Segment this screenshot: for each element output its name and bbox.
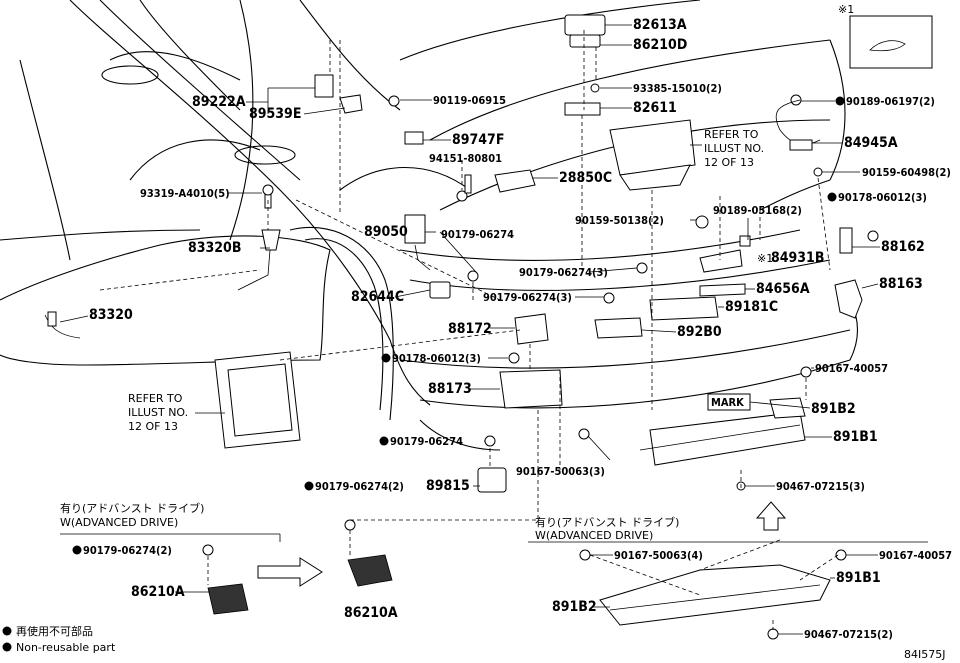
label-90467a: 90467-07215(3) xyxy=(776,480,865,493)
advanced-drive-note-right: 有り(アドバンスト ドライブ) W(ADVANCED DRIVE) xyxy=(535,515,679,542)
arrow-up-icon xyxy=(755,501,787,531)
label-90119: 90119-06915 xyxy=(433,94,506,107)
label-90179d: 90179-06274 xyxy=(390,435,463,448)
svg-text:REFER TO: REFER TO xyxy=(128,392,183,405)
svg-text:有り(アドバンスト ドライブ): 有り(アドバンスト ドライブ) xyxy=(60,501,204,515)
svg-text:ILLUST NO.: ILLUST NO. xyxy=(128,406,188,419)
svg-text:W(ADVANCED DRIVE): W(ADVANCED DRIVE) xyxy=(535,529,653,542)
label-891B2: 891B2 xyxy=(811,401,856,417)
label-90167b: 90167-50063(3) xyxy=(516,465,605,478)
label-90159b: 90159-50138(2) xyxy=(575,214,664,227)
label-90189b: 90189-05168(2) xyxy=(713,204,802,217)
legend-en: Non-reusable part xyxy=(16,641,116,654)
label-891B1: 891B1 xyxy=(833,429,878,445)
leader-lines xyxy=(59,24,928,635)
label-90179f: 90179-06274(2) xyxy=(83,544,172,557)
diagram-id: 84I575J xyxy=(904,648,945,661)
label-93385: 93385-15010(2) xyxy=(633,82,722,95)
label-83320: 83320 xyxy=(89,307,133,323)
label-90179a: 90179-06274 xyxy=(441,228,514,241)
mark-label: MARK xyxy=(711,396,744,409)
label-89747F: 89747F xyxy=(452,132,504,148)
svg-text:12 OF 13: 12 OF 13 xyxy=(128,420,178,433)
label-83320B: 83320B xyxy=(188,240,241,256)
label-90167c: 90167-50063(4) xyxy=(614,549,703,562)
label-89222A: 89222A xyxy=(192,94,246,110)
label-90179b: 90179-06274(3) xyxy=(519,266,608,279)
label-28850C: 28850C xyxy=(559,170,612,186)
refer-note-left: REFER TO ILLUST NO. 12 OF 13 xyxy=(128,392,188,433)
label-82613A: 82613A xyxy=(633,17,687,33)
label-90178b: 90178-06012(3) xyxy=(392,352,481,365)
label-90178a: 90178-06012(3) xyxy=(838,191,927,204)
label-93319: 93319-A4010(5) xyxy=(140,187,230,200)
svg-text:ILLUST NO.: ILLUST NO. xyxy=(704,142,764,155)
svg-text:12 OF 13: 12 OF 13 xyxy=(704,156,754,169)
legend-jp: 再使用不可部品 xyxy=(16,624,93,638)
label-82611: 82611 xyxy=(633,100,677,116)
label-90167a: 90167-40057 xyxy=(815,362,888,375)
legend: 再使用不可部品 Non-reusable part xyxy=(2,624,116,654)
label-89815: 89815 xyxy=(426,478,470,494)
label-891B2-alt: 891B2 xyxy=(552,599,597,615)
label-86210A-left: 86210A xyxy=(131,584,185,600)
label-89050: 89050 xyxy=(364,224,408,240)
label-84945A: 84945A xyxy=(844,135,898,151)
refer-note-right: REFER TO ILLUST NO. 12 OF 13 xyxy=(704,128,764,169)
note1-box: ※1 xyxy=(838,3,933,69)
label-82644C: 82644C xyxy=(351,289,404,305)
svg-text:W(ADVANCED DRIVE): W(ADVANCED DRIVE) xyxy=(60,516,178,529)
label-86210D: 86210D xyxy=(633,37,687,53)
non-reusable-markers xyxy=(72,96,845,555)
label-84656A: 84656A xyxy=(756,281,810,297)
advanced-drive-note-left: 有り(アドバンスト ドライブ) W(ADVANCED DRIVE) xyxy=(60,501,204,529)
label-88172: 88172 xyxy=(448,321,492,337)
label-90189a: 90189-06197(2) xyxy=(846,95,935,108)
label-90179c: 90179-06274(3) xyxy=(483,291,572,304)
label-891B1-alt: 891B1 xyxy=(836,570,881,586)
label-88162: 88162 xyxy=(881,239,925,255)
label-86210A-right: 86210A xyxy=(344,605,398,621)
label-88163: 88163 xyxy=(879,276,923,292)
label-90467b: 90467-07215(2) xyxy=(804,628,893,641)
label-90159a: 90159-60498(2) xyxy=(862,166,951,179)
mark-box xyxy=(707,393,751,411)
label-90179e: 90179-06274(2) xyxy=(315,480,404,493)
vehicle-body-outline xyxy=(0,0,858,451)
label-89539E: 89539E xyxy=(249,106,301,122)
svg-text:有り(アドバンスト ドライブ): 有り(アドバンスト ドライブ) xyxy=(535,515,679,529)
svg-text:REFER TO: REFER TO xyxy=(704,128,759,141)
label-892B0: 892B0 xyxy=(677,324,722,340)
label-89181C: 89181C xyxy=(725,299,778,315)
note1-ref: ※1 xyxy=(757,252,773,265)
label-90167d: 90167-40057 xyxy=(879,549,952,562)
arrow-right-icon xyxy=(257,557,323,587)
label-94151: 94151-80801 xyxy=(429,152,502,165)
part-labels: 82613A 86210D 93385-15010(2) 82611 89222… xyxy=(83,17,952,641)
note1-marker: ※1 xyxy=(838,3,854,16)
dashed-guides xyxy=(99,30,839,630)
label-84931B: 84931B xyxy=(771,250,824,266)
label-88173: 88173 xyxy=(428,381,472,397)
